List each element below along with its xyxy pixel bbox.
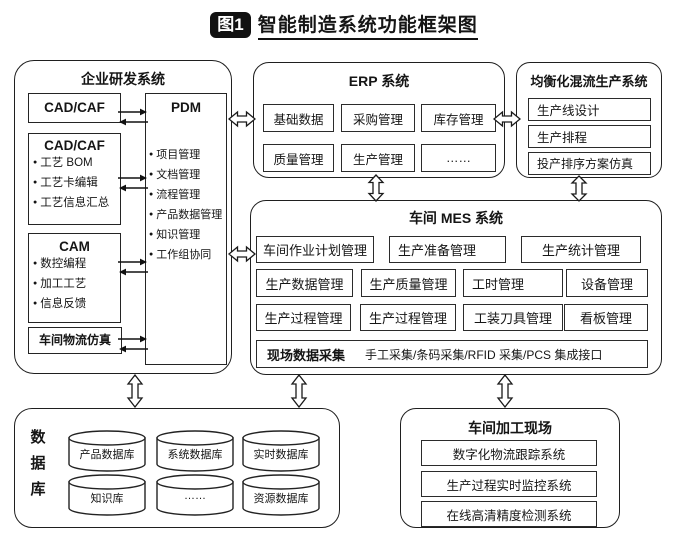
list-item: 工艺信息汇总 [33,193,120,213]
arrow-pair-cam-pdm-icon [118,258,148,276]
data-collection-label: 现场数据采集 [267,347,346,363]
arrow-pair-cad2-pdm-icon [118,174,148,192]
mes-item: 生产质量管理 [361,269,456,297]
shopfloor-item: 数字化物流跟踪系统 [421,440,597,466]
pdm-label: PDM [171,100,201,115]
list-item: 项目管理 [149,145,226,165]
cylinder-ellipsis-db: …… [155,473,235,517]
cam-box: CAM 数控编程 加工工艺 信息反馈 [28,233,121,323]
database-cylinder-icon [242,474,320,516]
section-erp-system: ERP 系统 基础数据 采购管理 库存管理 质量管理 生产管理 …… [253,62,505,178]
rd-system-title: 企业研发系统 [81,71,165,87]
list-item: 工艺 BOM [33,153,120,173]
cylinder-label: 资源数据库 [253,493,309,505]
cylinder-label: …… [184,490,206,502]
list-item: 加工工艺 [33,274,120,294]
pdm-item-list: 项目管理 文档管理 流程管理 产品数据管理 知识管理 工作组协同 [146,145,226,265]
figure-number-badge: 图1 [210,12,251,38]
pdm-box: PDM 项目管理 文档管理 流程管理 产品数据管理 知识管理 工作组协同 [145,93,227,365]
mes-item: 工时管理 [463,269,563,297]
cylinder-realtime-db: 实时数据库 [241,429,321,473]
database-cylinder-icon [156,430,234,472]
mes-item: 生产数据管理 [256,269,353,297]
mes-item: 设备管理 [566,269,648,297]
double-arrow-mes-db-icon [290,374,308,408]
shopfloor-item: 生产过程实时监控系统 [421,471,597,497]
cylinder-label: 实时数据库 [253,449,309,461]
list-item: 知识管理 [149,225,226,245]
double-arrow-erp-mes-icon [367,174,385,202]
mes-item: 生产准备管理 [389,236,506,263]
mixflow-system-title: 均衡化混流生产系统 [530,74,648,89]
section-mes-system: 车间 MES 系统 车间作业计划管理 生产准备管理 生产统计管理 生产数据管理 … [250,200,662,375]
mes-item: 车间作业计划管理 [256,236,374,263]
cylinder-system-db: 系统数据库 [155,429,235,473]
arrow-pair-logistics-pdm-icon [118,335,148,353]
erp-item: 基础数据 [263,104,334,132]
logistics-sim-label: 车间物流仿真 [38,333,111,347]
erp-item: …… [421,144,496,172]
cylinder-label: 系统数据库 [167,449,223,461]
section-rd-system: 企业研发系统 CAD/CAF CAD/CAF 工艺 BOM 工艺卡编辑 工艺信息… [14,60,232,374]
cam-label: CAM [59,239,90,254]
double-arrow-mixflow-mes-icon [570,175,588,202]
section-mixflow-system: 均衡化混流生产系统 生产线设计 生产排程 投产排序方案仿真 [516,62,662,178]
database-title: 数据库 [30,429,46,498]
mes-item: 生产统计管理 [521,236,641,263]
erp-item: 库存管理 [421,104,496,132]
database-cylinder-icon [242,430,320,472]
cam-item-list: 数控编程 加工工艺 信息反馈 [29,254,120,314]
database-cylinder-icon [156,474,234,516]
double-arrow-rd-mes-icon [228,245,256,263]
list-item: 工艺卡编辑 [33,173,120,193]
cylinder-knowledge-db: 知识库 [67,473,147,517]
data-collection-detail: 手工采集/条码采集/RFID 采集/PCS 集成接口 [365,347,603,362]
mes-item: 工装刀具管理 [463,304,563,331]
erp-system-title: ERP 系统 [348,73,410,89]
double-arrow-mes-shopfloor-icon [496,374,514,408]
list-item: 流程管理 [149,185,226,205]
cylinder-product-db: 产品数据库 [67,429,147,473]
mes-item: 生产过程管理 [360,304,456,331]
mixflow-item: 生产排程 [528,125,651,148]
cad-caf-box-2: CAD/CAF 工艺 BOM 工艺卡编辑 工艺信息汇总 [28,133,121,225]
section-database: 数据库 产品数据库 系统数据库 实时数据库 [14,408,340,528]
arrow-pair-cad1-pdm-icon [118,108,148,126]
erp-item: 生产管理 [341,144,415,172]
list-item: 工作组协同 [149,245,226,265]
cylinder-resource-db: 资源数据库 [241,473,321,517]
mes-item: 生产过程管理 [256,304,351,331]
list-item: 数控编程 [33,254,120,274]
cylinder-label: 产品数据库 [79,449,135,461]
cad-caf-2-label: CAD/CAF [44,138,105,153]
mixflow-item: 生产线设计 [528,98,651,121]
page-title: 智能制造系统功能框架图 [257,10,478,40]
erp-item: 采购管理 [341,104,415,132]
diagram-title: 图1 智能制造系统功能框架图 [0,10,688,40]
mes-system-title: 车间 MES 系统 [408,210,504,226]
list-item: 产品数据管理 [149,205,226,225]
erp-item: 质量管理 [263,144,334,172]
mixflow-item: 投产排序方案仿真 [528,152,651,175]
mes-item: 看板管理 [564,304,648,331]
database-cylinder-icon [68,474,146,516]
shopfloor-item: 在线高清精度检测系统 [421,501,597,527]
logistics-sim-box: 车间物流仿真 [28,327,122,354]
database-cylinder-icon [68,430,146,472]
cad-caf-2-item-list: 工艺 BOM 工艺卡编辑 工艺信息汇总 [29,153,120,213]
list-item: 信息反馈 [33,294,120,314]
double-arrow-erp-mixflow-icon [493,110,521,128]
cad-caf-1-label: CAD/CAF [44,100,105,115]
section-shopfloor: 车间加工现场 数字化物流跟踪系统 生产过程实时监控系统 在线高清精度检测系统 [400,408,620,528]
double-arrow-rd-db-icon [126,374,144,408]
double-arrow-rd-erp-icon [228,110,256,128]
list-item: 文档管理 [149,165,226,185]
cylinder-label: 知识库 [90,493,124,505]
shopfloor-title: 车间加工现场 [468,420,552,436]
mes-data-collection-bar: 现场数据采集 手工采集/条码采集/RFID 采集/PCS 集成接口 [256,340,648,368]
cad-caf-box-1: CAD/CAF [28,93,121,123]
